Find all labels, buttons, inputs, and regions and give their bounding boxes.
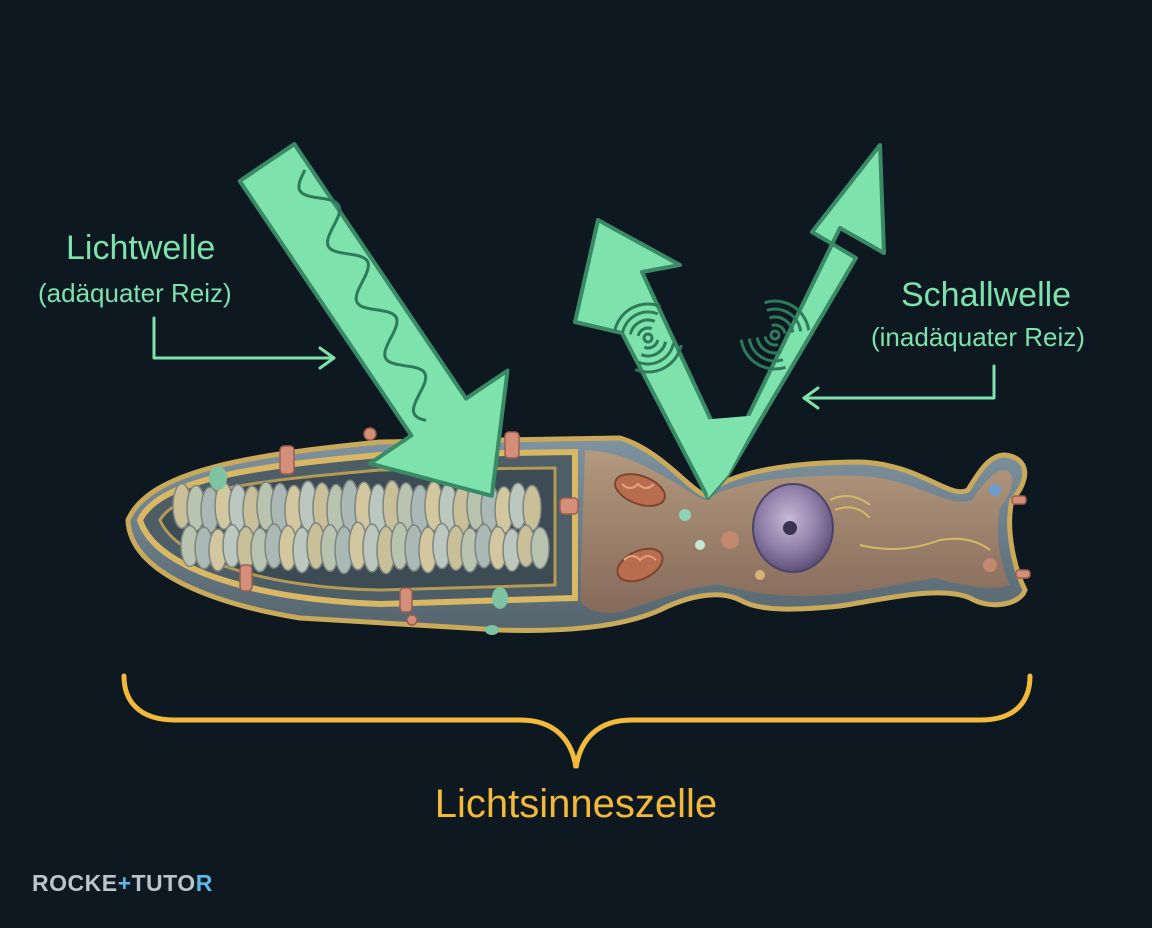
brand-logo: ROCKE+TUTOR (32, 870, 213, 897)
sound-wave-arc (766, 307, 803, 332)
sound-wave-arc (755, 337, 782, 355)
sound-wave-arc (764, 299, 811, 331)
sound-wave-arc (643, 339, 660, 350)
sound-wave-arc (621, 310, 659, 333)
sound-wave-arc (634, 344, 683, 374)
sound-pointer-arrow (802, 364, 996, 410)
membrane-proteins-teal (209, 466, 508, 635)
light-wave-sublabel: (adäquater Reiz) (38, 278, 232, 308)
cell-label: Lichtsinneszelle (434, 782, 718, 826)
logo-part-2: TUTO (131, 870, 196, 896)
sound-wave-arc (613, 302, 662, 332)
sound-wave-arc (636, 326, 653, 337)
sound-wave-v-arrow (573, 143, 886, 500)
light-pointer-arrow (152, 316, 336, 370)
membrane-proteins (239, 427, 1031, 626)
light-sine-wave (297, 169, 428, 422)
logo-end: R (195, 870, 213, 896)
sound-wave-arc (771, 323, 787, 334)
sound-wave-arc (628, 318, 656, 335)
nucleus (752, 483, 834, 573)
membrane-discs (172, 479, 550, 575)
sound-wave-arc (747, 338, 784, 363)
sound-wave-arc (640, 341, 668, 358)
sound-wave-arc (763, 336, 779, 347)
logo-part-1: ROCKE (32, 870, 118, 896)
light-wave-arrow (237, 142, 510, 498)
membrane-disc (522, 484, 542, 532)
sound-wave-rings (613, 299, 811, 374)
sound-wave-label: Schallwelle (901, 276, 1072, 314)
photoreceptor-cell (125, 427, 1031, 635)
organelles (679, 484, 1001, 580)
sound-wave-arc (739, 339, 786, 371)
sound-wave-center (769, 329, 781, 341)
sound-wave-arc (637, 343, 675, 366)
sound-wave-sublabel: (inadäquater Reiz) (871, 322, 1085, 352)
light-wave-label: Lichtwelle (66, 229, 216, 267)
mitochondria (614, 473, 666, 583)
membrane-disc (530, 526, 550, 570)
sound-wave-center (642, 332, 654, 344)
sound-wave-arc (768, 315, 795, 333)
logo-mark: + (117, 870, 132, 896)
curly-brace (121, 673, 1033, 769)
